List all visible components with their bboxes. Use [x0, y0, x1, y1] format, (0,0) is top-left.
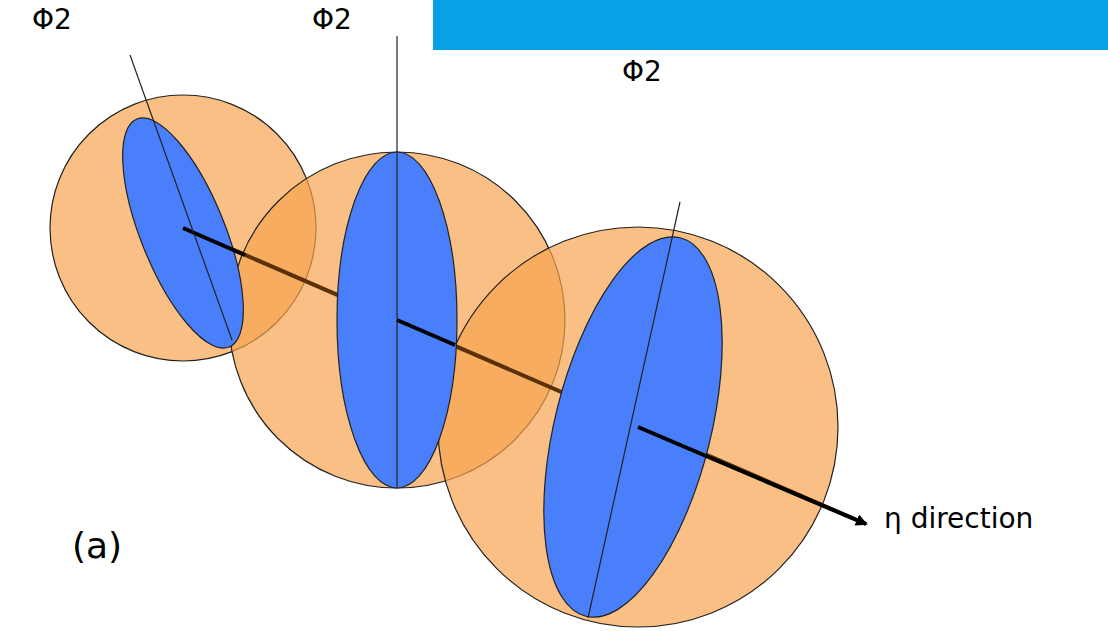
axis-label: Φ2	[312, 6, 352, 34]
eta-axis	[183, 228, 866, 524]
eta-arrow	[638, 427, 866, 524]
axis-label: Φ2	[32, 6, 72, 34]
disc	[98, 103, 268, 363]
disc	[510, 219, 756, 631]
phi-axis	[396, 36, 397, 488]
panel-label: (a)	[72, 528, 122, 564]
axis-label: Φ2	[622, 58, 662, 86]
direction-label: η direction	[884, 505, 1033, 533]
eta-axis	[183, 228, 245, 255]
phi-axis	[130, 55, 232, 340]
phi-axis	[588, 202, 680, 618]
title-banner	[433, 0, 1108, 50]
eta-axis	[397, 320, 455, 345]
